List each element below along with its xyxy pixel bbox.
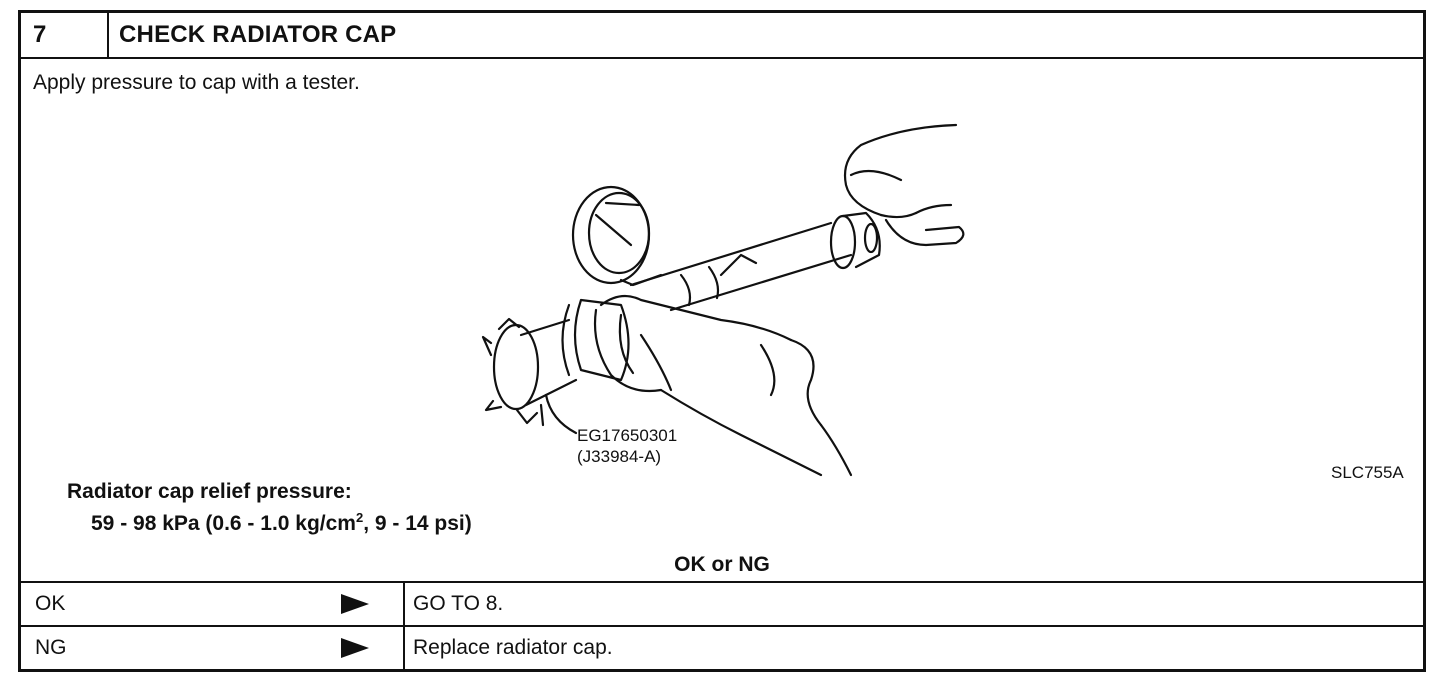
outcome-action: Replace radiator cap. (413, 636, 613, 659)
outcome-row-ng: NG Replace radiator cap. (21, 625, 1423, 672)
column-divider (403, 583, 405, 625)
part-leader-line (544, 393, 578, 435)
left-hand-icon (593, 294, 853, 477)
step-title: CHECK RADIATOR CAP (119, 21, 397, 48)
figure-part-labels: EG17650301 (J33984-A) (577, 425, 677, 467)
alt-part-number: (J33984-A) (577, 447, 662, 466)
outcome-result: OK (35, 592, 66, 615)
outcome-action: GO TO 8. (413, 592, 504, 615)
outcome-row-ok: OK GO TO 8. (21, 581, 1423, 625)
step-header: 7 CHECK RADIATOR CAP (21, 13, 1423, 59)
tester-body-icon (629, 211, 881, 312)
procedure-table: 7 CHECK RADIATOR CAP Apply pressure to c… (18, 10, 1426, 672)
column-divider (403, 627, 405, 672)
spec-label: Radiator cap relief pressure: (67, 480, 352, 503)
step-number: 7 (21, 13, 109, 57)
outcome-result: NG (35, 636, 67, 659)
spec-value-suffix: , 9 - 14 psi) (363, 512, 472, 535)
figure-code: SLC755A (1331, 463, 1404, 482)
spec-value-superscript: 2 (355, 510, 364, 525)
spec-value-prefix: 59 - 98 kPa (0.6 - 1.0 kg/cm (91, 512, 356, 535)
radiator-cap-tester-illustration (481, 123, 965, 477)
arrow-right-icon (341, 594, 369, 614)
decision-heading: OK or NG (674, 553, 770, 576)
part-number: EG17650301 (577, 426, 678, 445)
instruction-text: Apply pressure to cap with a tester. (33, 71, 360, 94)
radiator-adapter-icon (481, 298, 630, 427)
right-hand-icon (843, 123, 965, 247)
arrow-right-icon (341, 638, 369, 658)
spec-value: 59 - 98 kPa (0.6 - 1.0 kg/cm2, 9 - 14 ps… (91, 510, 472, 536)
pressure-gauge-icon (571, 185, 663, 287)
